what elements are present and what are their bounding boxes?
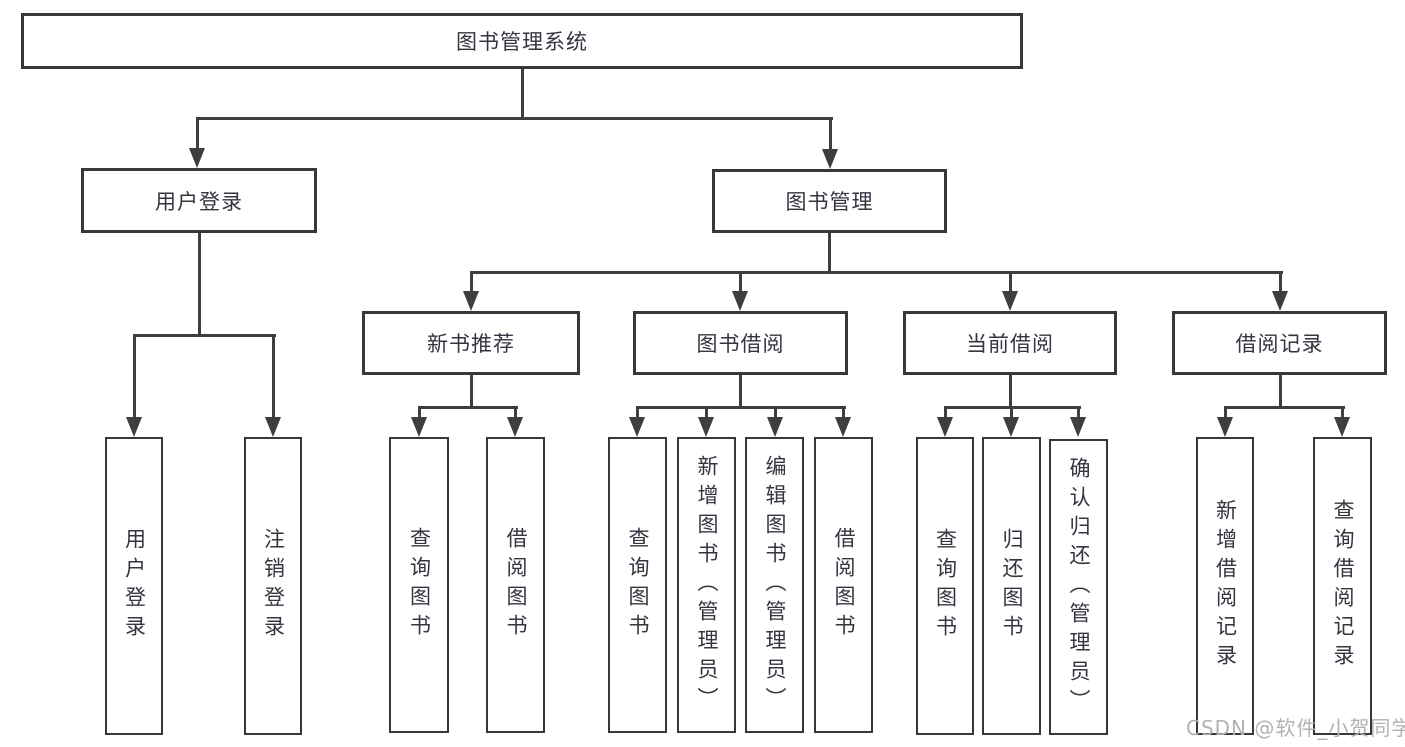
connector-stem — [1278, 375, 1282, 409]
connector-stem — [520, 69, 524, 120]
connector-arrow-line — [1009, 407, 1013, 419]
arrow-down-icon — [189, 148, 205, 168]
arrow-down-icon — [629, 417, 645, 437]
node-label: 新书推荐 — [427, 332, 515, 356]
node-label: 归还图书 — [1000, 528, 1024, 644]
leaf-confirm-return-admin: 确认归还（管理员） — [1049, 439, 1108, 735]
node-label: 查询图书 — [626, 527, 650, 643]
connector-arrow-line — [828, 118, 832, 151]
connector-branch — [132, 333, 276, 337]
node-book-management: 图书管理 — [712, 169, 947, 233]
connector-branch — [195, 116, 833, 120]
node-label: 新增借阅记录 — [1213, 499, 1238, 673]
connector-arrow-line — [704, 407, 708, 419]
connector-arrow-line — [417, 407, 421, 419]
node-label: 新增图书（管理员） — [695, 454, 719, 716]
arrow-down-icon — [126, 417, 142, 437]
arrow-down-icon — [1070, 417, 1086, 437]
leaf-return-books: 归还图书 — [982, 437, 1041, 735]
leaf-query-borrow-record: 查询借阅记录 — [1313, 437, 1372, 735]
connector-arrow-line — [195, 118, 199, 150]
arrow-down-icon — [1003, 417, 1019, 437]
node-book-borrow: 图书借阅 — [633, 311, 848, 375]
arrow-down-icon — [463, 291, 479, 311]
node-label: 借阅图书 — [504, 527, 528, 643]
connector-arrow-line — [1278, 272, 1282, 293]
node-root: 图书管理系统 — [21, 13, 1023, 69]
arrow-down-icon — [1334, 417, 1350, 437]
node-label: 借阅记录 — [1235, 332, 1324, 356]
connector-arrow-line — [943, 407, 947, 419]
connector-stem — [197, 233, 201, 337]
connector-arrow-line — [738, 272, 742, 293]
node-label: 查询图书 — [933, 528, 958, 644]
leaf-query-books-borrow: 查询图书 — [608, 437, 667, 733]
arrow-down-icon — [937, 417, 953, 437]
arrow-down-icon — [698, 417, 714, 437]
node-label: 用户登录 — [122, 528, 147, 644]
connector-branch — [469, 270, 1283, 274]
arrow-down-icon — [822, 149, 838, 169]
node-label: 编辑图书（管理员） — [763, 454, 787, 716]
node-label: 借阅图书 — [832, 527, 856, 643]
connector-branch — [417, 405, 518, 409]
leaf-borrow-books-recommend: 借阅图书 — [486, 437, 545, 733]
node-label: 当前借阅 — [966, 332, 1054, 356]
leaf-edit-book-admin: 编辑图书（管理员） — [745, 437, 804, 733]
connector-arrow-line — [841, 407, 845, 419]
connector-arrow-line — [469, 272, 473, 293]
node-label: 注销登录 — [261, 528, 286, 644]
connector-arrow-line — [635, 407, 639, 419]
connector-arrow-line — [132, 335, 136, 419]
node-new-book-recommend: 新书推荐 — [362, 311, 580, 375]
connector-branch — [635, 405, 846, 409]
arrow-down-icon — [507, 417, 523, 437]
connector-arrow-line — [271, 335, 275, 419]
connector-arrow-line — [1008, 272, 1012, 293]
leaf-logout: 注销登录 — [244, 437, 302, 735]
connector-arrow-line — [1223, 407, 1227, 419]
node-label: 用户登录 — [155, 189, 243, 214]
connector-stem — [1008, 375, 1012, 409]
connector-arrow-line — [1340, 407, 1344, 419]
arrow-down-icon — [767, 417, 783, 437]
arrow-down-icon — [732, 291, 748, 311]
watermark: CSDN @软件_小贺同学 — [1186, 716, 1405, 740]
connector-arrow-line — [1076, 407, 1080, 419]
node-label: 确认归还（管理员） — [1067, 456, 1091, 718]
arrow-down-icon — [1002, 291, 1018, 311]
node-label: 查询图书 — [407, 527, 432, 643]
arrow-down-icon — [411, 417, 427, 437]
connector-branch — [1223, 405, 1345, 409]
node-label: 图书借阅 — [696, 332, 785, 356]
connector-stem — [738, 375, 742, 409]
leaf-add-book-admin: 新增图书（管理员） — [677, 437, 736, 733]
node-borrow-records: 借阅记录 — [1172, 311, 1387, 375]
arrow-down-icon — [265, 417, 281, 437]
connector-arrow-line — [773, 407, 777, 419]
leaf-user-login: 用户登录 — [105, 437, 163, 735]
node-label: 图书管理 — [785, 190, 874, 214]
leaf-add-borrow-record: 新增借阅记录 — [1196, 437, 1254, 735]
node-label: 查询借阅记录 — [1331, 499, 1355, 673]
leaf-borrow-books-borrow: 借阅图书 — [814, 437, 873, 733]
arrow-down-icon — [1217, 417, 1233, 437]
node-user-login: 用户登录 — [81, 168, 317, 233]
connector-stem — [827, 233, 831, 274]
connector-stem — [469, 375, 473, 409]
connector-arrow-line — [513, 407, 517, 419]
leaf-query-books-current: 查询图书 — [916, 437, 974, 735]
arrow-down-icon — [835, 417, 851, 437]
node-current-borrow: 当前借阅 — [903, 311, 1117, 375]
leaf-query-books-recommend: 查询图书 — [389, 437, 449, 733]
arrow-down-icon — [1272, 291, 1288, 311]
node-label: 图书管理系统 — [456, 30, 588, 54]
